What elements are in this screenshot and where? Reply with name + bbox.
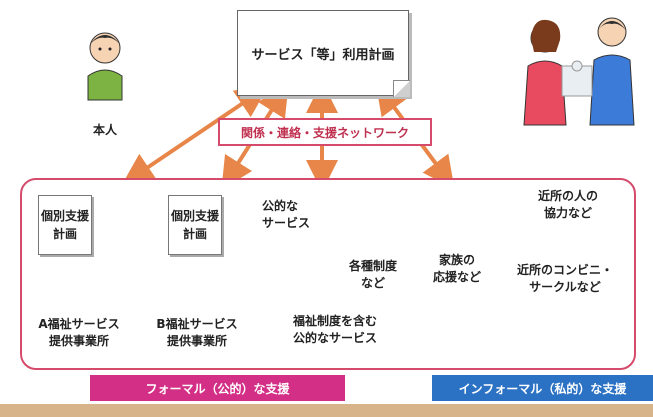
support-network-box bbox=[20, 178, 636, 370]
stores-line1: 近所のコンビニ・ bbox=[516, 263, 613, 277]
person-label: 本人 bbox=[92, 123, 117, 137]
neighbors-line1: 近所の人の bbox=[537, 189, 598, 203]
public-service-line1: 公的な bbox=[262, 199, 299, 213]
public-services-caption: 福祉制度を含む 公的なサービス bbox=[280, 313, 390, 348]
public-caption-line2: 公的なサービス bbox=[292, 331, 377, 346]
provider-a-line2: 提供事業所 bbox=[48, 334, 109, 349]
network-label: 関係・連絡・支援ネットワーク bbox=[218, 118, 432, 146]
provider-b-caption: B福祉サービス 提供事業所 bbox=[140, 316, 254, 351]
neighbors-label: 近所の人の 協力など bbox=[528, 188, 608, 223]
service-plan-title: サービス「等」利用計画 bbox=[251, 47, 395, 63]
individual-plan-b: 個別支援 計画 bbox=[168, 195, 222, 255]
stores-line2: サークルなど bbox=[529, 280, 601, 295]
plan-b-line1: 個別支援 bbox=[170, 209, 219, 223]
systems-line1: 各種制度 bbox=[348, 259, 397, 273]
family-line2: 応援など bbox=[432, 270, 481, 285]
plan-a-line1: 個別支援 bbox=[40, 209, 89, 223]
family-label: 家族の 応援など bbox=[430, 252, 484, 287]
systems-line2: など bbox=[360, 276, 385, 291]
informal-support-band: インフォーマル（私的）な支援 bbox=[432, 375, 653, 401]
person-illustration bbox=[87, 32, 123, 101]
stores-label: 近所のコンビニ・ サークルなど bbox=[506, 262, 624, 297]
individual-plan-a: 個別支援 計画 bbox=[38, 195, 92, 255]
service-plan-document: サービス「等」利用計画 bbox=[237, 10, 410, 97]
provider-a-line1: A福祉サービス bbox=[38, 317, 120, 331]
plan-a-line2: 計画 bbox=[52, 227, 77, 241]
neighbors-line2: 協力など bbox=[543, 206, 592, 221]
provider-b-line1: B福祉サービス bbox=[156, 317, 238, 331]
provider-b-line2: 提供事業所 bbox=[166, 334, 227, 349]
public-caption-line1: 福祉制度を含む bbox=[292, 314, 377, 328]
systems-label: 各種制度 など bbox=[338, 258, 408, 293]
couple-puzzle-illustration bbox=[523, 17, 635, 126]
family-line1: 家族の bbox=[438, 253, 475, 267]
plan-b-line2: 計画 bbox=[182, 227, 207, 241]
page-fold-icon bbox=[393, 80, 410, 97]
bottom-stripe bbox=[0, 404, 653, 417]
public-service-title: 公的な サービス bbox=[262, 198, 322, 233]
provider-a-caption: A福祉サービス 提供事業所 bbox=[24, 316, 134, 351]
formal-support-band: フォーマル（公的）な支援 bbox=[90, 375, 345, 401]
public-service-line2: サービス bbox=[262, 216, 311, 231]
